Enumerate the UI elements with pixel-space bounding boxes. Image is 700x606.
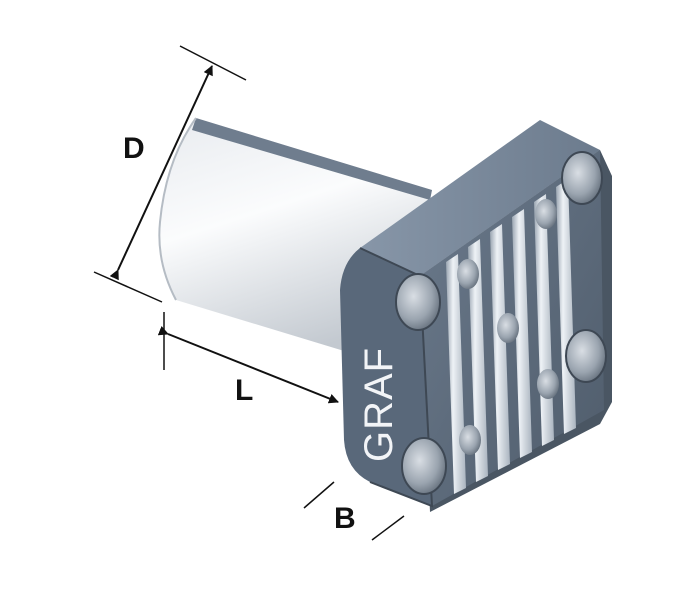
extension-line-b-left xyxy=(303,481,335,509)
extension-line-b-right xyxy=(371,515,405,541)
dimension-l: L xyxy=(157,312,339,407)
corner-hole-bottom-left xyxy=(401,437,447,495)
corner-hole-top-right xyxy=(561,151,603,205)
dimension-line-d xyxy=(109,65,213,281)
center-hole-upper-right xyxy=(535,199,557,229)
brand-logo-text: GRAF xyxy=(357,347,401,462)
center-hole-bottom xyxy=(459,425,481,455)
dimension-label-l: L xyxy=(235,374,253,407)
dimension-line-l xyxy=(157,326,339,404)
dimension-d: D xyxy=(93,45,247,303)
center-hole-middle xyxy=(497,313,519,343)
extension-line-d-bottom xyxy=(93,271,163,303)
mounting-holes xyxy=(395,151,607,495)
dimension-label-d: D xyxy=(123,132,145,165)
corner-hole-top-left xyxy=(395,273,441,331)
center-hole-lower-right xyxy=(537,369,559,399)
dimension-b: B xyxy=(303,481,405,541)
center-hole-top xyxy=(457,259,479,289)
dimension-label-b: B xyxy=(334,502,356,535)
corner-hole-bottom-right xyxy=(565,329,607,383)
extension-line-d-top xyxy=(179,45,247,81)
